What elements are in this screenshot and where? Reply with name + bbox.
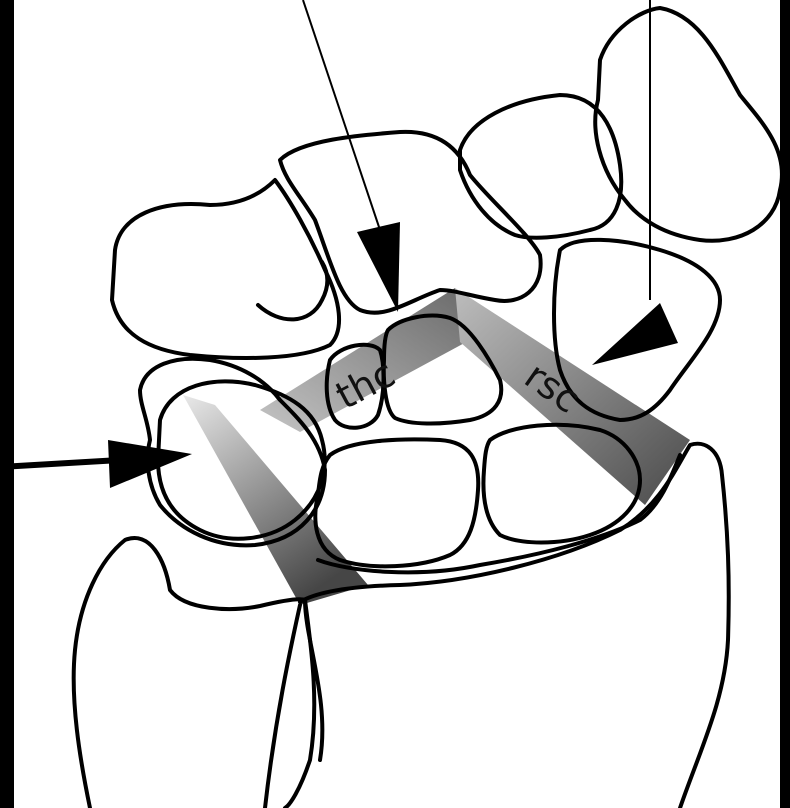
frame-left xyxy=(0,0,14,808)
paper-background xyxy=(14,0,780,808)
frame-right xyxy=(780,0,790,808)
